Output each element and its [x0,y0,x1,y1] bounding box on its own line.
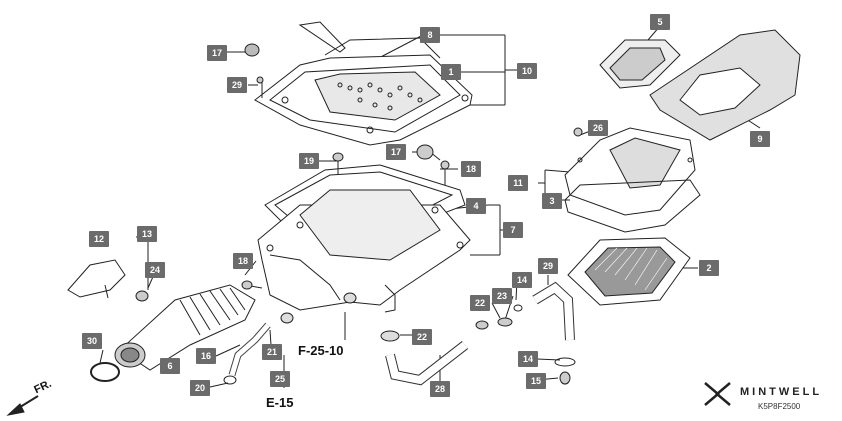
callout-28: 28 [430,381,450,397]
callout-5: 5 [650,14,670,30]
callout-14a: 14 [512,272,532,288]
diagram-code: K5P8F2500 [758,402,801,411]
callout-2: 2 [699,260,719,276]
callout-3: 3 [542,193,562,209]
callout-26: 26 [588,120,608,136]
callout-1: 1 [441,64,461,80]
callout-14b: 14 [518,351,538,367]
callout-8: 8 [420,27,440,43]
brand-name: MINTWELL [740,386,823,398]
callout-24: 24 [145,262,165,278]
callout-22a: 22 [470,295,490,311]
callout-12: 12 [89,231,109,247]
callout-7: 7 [503,222,523,238]
callout-17b: 17 [386,144,406,160]
callout-21: 21 [262,344,282,360]
callout-19: 19 [299,153,319,169]
callout-20: 20 [190,380,210,396]
callout-23: 23 [492,288,512,304]
callout-17a: 17 [207,45,227,61]
callout-15: 15 [526,373,546,389]
reference-f25: F-25-10 [298,343,344,358]
callout-4: 4 [466,198,486,214]
callout-6: 6 [160,358,180,374]
callout-18b: 18 [233,253,253,269]
callout-29a: 29 [227,77,247,93]
callout-11: 11 [508,175,528,191]
callout-13: 13 [137,226,157,242]
callout-10: 10 [517,63,537,79]
callout-18a: 18 [461,161,481,177]
callout-29b: 29 [538,258,558,274]
callout-30: 30 [82,333,102,349]
callout-16: 16 [196,348,216,364]
callout-22b: 22 [412,329,432,345]
callout-25: 25 [270,371,290,387]
callout-9: 9 [750,131,770,147]
reference-e15: E-15 [266,395,294,410]
